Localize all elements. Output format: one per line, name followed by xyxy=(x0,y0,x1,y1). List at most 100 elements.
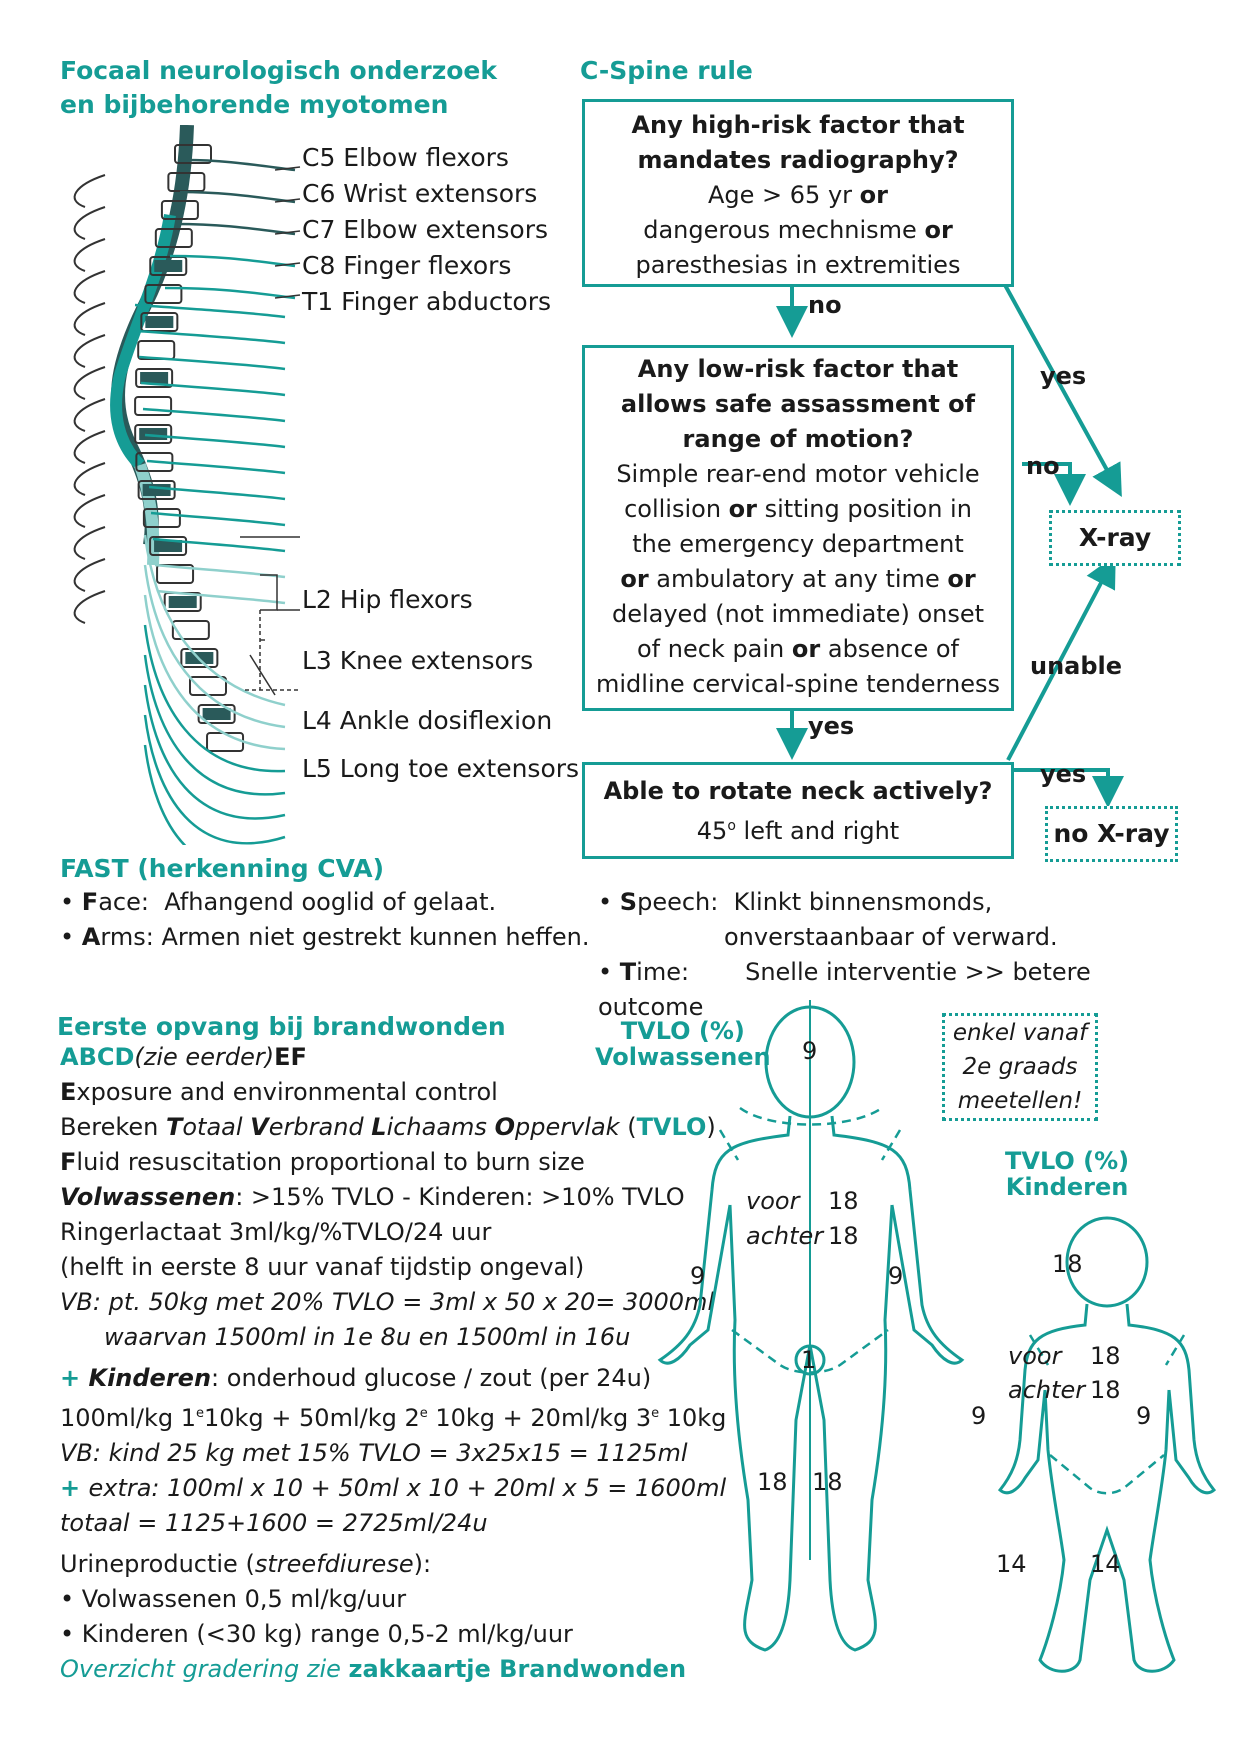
overzicht-line: Overzicht gradering zie zakkaartje Brand… xyxy=(60,1655,687,1683)
vertebra-fill xyxy=(154,260,183,272)
rib xyxy=(73,302,106,336)
label-c7: C7 Elbow extensors xyxy=(302,215,548,244)
no-xray-box: no X-ray xyxy=(1045,806,1178,862)
fast-face: • Face: Afhangend ooglid of gelaat. xyxy=(60,888,497,916)
rib xyxy=(73,270,106,304)
child-arm-left-pct: 9 xyxy=(971,1402,987,1430)
rotate-box: Able to rotate neck actively? 45o left a… xyxy=(582,762,1014,859)
label-l4: L4 Ankle dosiflexion xyxy=(302,706,553,735)
fast-arms: • Arms: Armen niet gestrekt kunnen heffe… xyxy=(60,923,590,951)
vertebra xyxy=(144,284,183,304)
calc-line: 100ml/kg 1e10kg + 50ml/kg 2e 10kg + 20ml… xyxy=(60,1404,727,1432)
rib xyxy=(73,238,106,272)
no-label-2: no xyxy=(1026,452,1060,480)
nerve-thoracic xyxy=(144,433,286,449)
vertebra-fill xyxy=(168,596,197,608)
fluid-line: Fluid resuscitation proportional to burn… xyxy=(60,1148,585,1176)
adult-arm-right-pct: 9 xyxy=(888,1262,904,1290)
label-leader xyxy=(249,654,276,696)
child-leg-left-pct: 14 xyxy=(996,1550,1027,1578)
vb1-line: VB: pt. 50kg met 20% TVLO = 3ml x 50 x 2… xyxy=(60,1288,715,1316)
fast-left: • Face: Afhangend ooglid of gelaat. • Ar… xyxy=(60,885,620,955)
high-risk-box: Any high-risk factor that mandates radio… xyxy=(582,99,1014,287)
label-leader xyxy=(274,198,301,203)
nerve-cervical xyxy=(179,190,296,204)
adult-voor-pct: 18 xyxy=(828,1187,859,1215)
label-leader xyxy=(274,166,301,171)
vertebra xyxy=(149,256,188,276)
nerve-lumbar xyxy=(143,534,286,707)
child-voor-label: voor xyxy=(1008,1342,1062,1370)
nerve-lumbar xyxy=(143,684,286,820)
adult-leg-left-pct: 18 xyxy=(757,1468,788,1496)
child-right-arm xyxy=(1125,1303,1217,1495)
nerve-thoracic xyxy=(156,589,286,605)
fast-speech-line2: onverstaanbaar of verward. xyxy=(724,923,1058,951)
vertebra xyxy=(160,200,199,220)
vertebra-fill xyxy=(139,428,168,440)
rib xyxy=(73,206,106,240)
adult-groin-pct: 1 xyxy=(801,1346,817,1374)
nerve-lumbar xyxy=(143,594,286,751)
rib xyxy=(73,526,106,560)
note-box: enkel vanaf 2e graads meetellen! xyxy=(942,1013,1098,1121)
burns-text: ABCD(zie eerder)EF Exposure and environm… xyxy=(60,1040,726,1687)
vertebra xyxy=(135,368,174,388)
burns-title: Eerste opvang bij brandwonden xyxy=(57,1012,506,1041)
yes-label-3: yes xyxy=(1040,760,1087,788)
vertebra xyxy=(171,620,210,640)
child-head xyxy=(1065,1216,1149,1308)
vertebra xyxy=(180,648,219,668)
vertebra xyxy=(140,312,179,332)
rib xyxy=(73,430,106,464)
low-risk-box: Any low-risk factor that allows safe ass… xyxy=(582,345,1014,711)
rib xyxy=(73,494,106,528)
fast-title: FAST (herkenning CVA) xyxy=(60,854,385,883)
vertebra-fill xyxy=(154,540,183,552)
vertebra-fill xyxy=(202,708,231,720)
nerve-thoracic xyxy=(138,355,286,371)
vertebra-fill xyxy=(145,316,174,328)
nerve-thoracic xyxy=(142,407,286,423)
nerve-thoracic xyxy=(152,537,286,553)
vertebra xyxy=(134,424,173,444)
kinderen-line: + Kinderen: onderhoud glucose / zout (pe… xyxy=(60,1364,652,1392)
cspine-title: C-Spine rule xyxy=(580,56,753,85)
extra-line: + extra: 100ml x 10 + 50ml x 10 + 20ml x… xyxy=(60,1474,727,1502)
label-l5: L5 Long toe extensors xyxy=(302,754,580,783)
spine-illustration xyxy=(73,125,301,845)
nerve-thoracic xyxy=(146,459,286,475)
label-leader xyxy=(274,294,301,299)
urine-child: • Kinderen (<30 kg) range 0,5-2 ml/kg/uu… xyxy=(60,1620,573,1648)
nerve-thoracic xyxy=(148,485,286,501)
ringer-line: Ringerlactaat 3ml/kg/%TVLO/24 uur xyxy=(60,1218,492,1246)
unable-label: unable xyxy=(1030,652,1123,680)
vertebra xyxy=(149,536,188,556)
fast-right: • Speech: Klinkt binnensmonds, onverstaa… xyxy=(598,885,1198,1025)
yes-label-1: yes xyxy=(1040,362,1087,390)
child-left-arm xyxy=(997,1303,1089,1495)
label-bracket xyxy=(260,574,278,611)
yes-label-2: yes xyxy=(808,712,855,740)
rib xyxy=(73,366,106,400)
nerve-cervical xyxy=(169,254,296,268)
totaal-line: totaal = 1125+1600 = 2725ml/24u xyxy=(60,1509,488,1537)
abcdef-line: ABCD(zie eerder)EF xyxy=(60,1043,307,1071)
label-c6: C6 Wrist extensors xyxy=(302,179,538,208)
child-arm-right-pct: 9 xyxy=(1136,1402,1152,1430)
tvlo-line: Bereken Totaal Verbrand Lichaams Oppervl… xyxy=(60,1113,716,1141)
label-t1: T1 Finger abductors xyxy=(302,287,551,316)
vertebra xyxy=(134,396,173,416)
child-leg-right-pct: 14 xyxy=(1090,1550,1121,1578)
nerve-lumbar xyxy=(143,744,187,845)
vertebra xyxy=(142,508,181,528)
urine-line: Urineproductie (streefdiurese): xyxy=(60,1550,432,1578)
rib xyxy=(73,334,106,368)
nerve-thoracic xyxy=(136,329,286,345)
adult-left-arm xyxy=(657,1115,792,1365)
rib xyxy=(73,398,106,432)
child-title: TVLO (%) Kinderen xyxy=(1005,1147,1130,1201)
nerve-cervical xyxy=(164,286,296,300)
child-body-legs xyxy=(1038,1389,1176,1673)
spine-title: Focaal neurologisch onderzoek en bijbeho… xyxy=(60,56,497,119)
